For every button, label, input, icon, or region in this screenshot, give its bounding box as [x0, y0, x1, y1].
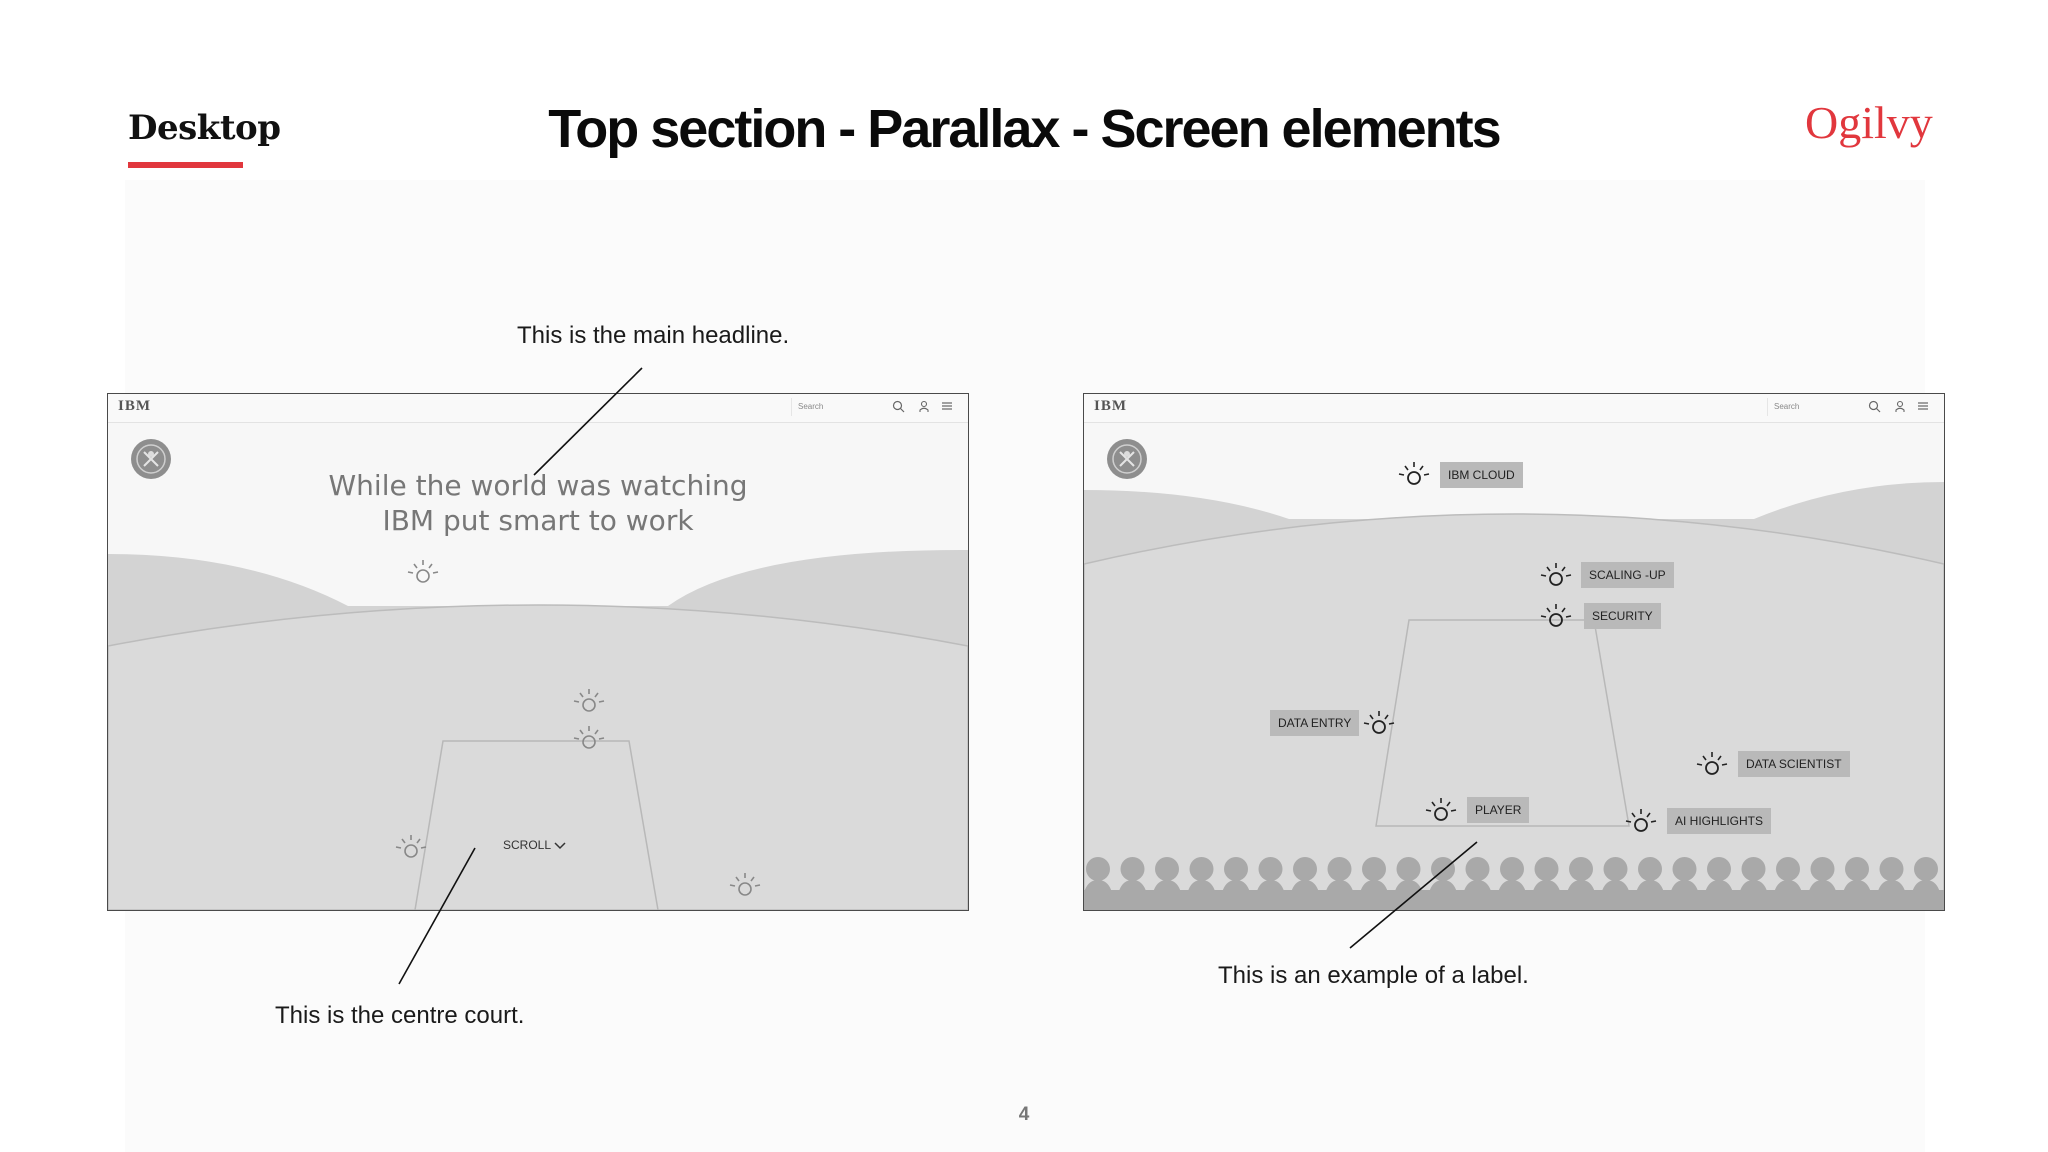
- crowd-head: [1672, 857, 1697, 881]
- search-icon[interactable]: [1868, 400, 1881, 413]
- crowd-head: [1914, 857, 1938, 881]
- crowd-head: [1120, 857, 1145, 881]
- hotspot-icon[interactable]: [1397, 460, 1431, 490]
- crowd-head: [1707, 857, 1731, 881]
- label-security[interactable]: SECURITY: [1584, 603, 1661, 629]
- crowd-head: [1362, 857, 1386, 881]
- section-label: Desktop: [128, 108, 281, 148]
- wimbledon-crest-icon[interactable]: [130, 438, 172, 480]
- crowd-head: [1603, 857, 1628, 881]
- hotspot-icon[interactable]: [728, 871, 762, 901]
- crowd-head: [1224, 857, 1248, 881]
- stadium-ground: [108, 604, 968, 910]
- hotspot-icon[interactable]: [1539, 602, 1573, 632]
- annotation-label-example: This is an example of a label.: [1218, 962, 1529, 989]
- headline-line-1: While the world was watching: [328, 469, 748, 502]
- main-headline: While the world was watching IBM put sma…: [308, 468, 768, 538]
- mockup-right: IBM Search IBM CLOUD SCALING -UP SECURIT…: [1083, 393, 1945, 911]
- mock-ibm-logo[interactable]: IBM: [1094, 398, 1127, 414]
- hotspot-icon[interactable]: [1362, 709, 1396, 739]
- crowd-base: [1084, 890, 1944, 910]
- scroll-label: SCROLL: [503, 838, 552, 852]
- label-player[interactable]: PLAYER: [1467, 797, 1530, 823]
- label-ibm-cloud[interactable]: IBM CLOUD: [1440, 462, 1523, 488]
- hotspot-icon[interactable]: [1695, 750, 1729, 780]
- menu-icon[interactable]: [941, 400, 953, 412]
- hotspot-icon[interactable]: [406, 558, 440, 588]
- hotspot-icon[interactable]: [1539, 561, 1573, 591]
- chevron-down-icon: [554, 842, 566, 849]
- menu-icon[interactable]: [1917, 400, 1929, 412]
- page-number: 4: [1018, 1104, 1030, 1125]
- mock-navbar: IBM Search: [1084, 394, 1944, 423]
- crowd-head: [1569, 857, 1593, 881]
- wimbledon-crest-icon[interactable]: [1106, 438, 1148, 480]
- label-data-scientist[interactable]: DATA SCIENTIST: [1738, 751, 1850, 777]
- brand-logo: Ogilvy: [1805, 97, 1933, 148]
- leader-line-centre-court: [398, 847, 476, 985]
- crowd-head: [1741, 857, 1766, 881]
- crowd-head: [1293, 857, 1317, 881]
- crowd-head: [1879, 857, 1904, 881]
- crowd-head: [1534, 857, 1559, 881]
- crowd-head: [1500, 857, 1524, 881]
- scroll-button[interactable]: SCROLL: [503, 838, 566, 852]
- crowd-head: [1258, 857, 1283, 881]
- crowd-head: [1086, 857, 1110, 881]
- label-scaling-up[interactable]: SCALING -UP: [1581, 562, 1674, 588]
- crowd-head: [1845, 857, 1869, 881]
- search-icon[interactable]: [892, 400, 905, 413]
- leader-line-label: [1349, 841, 1478, 949]
- court-scene: [108, 549, 968, 910]
- crowd-head: [1327, 857, 1352, 881]
- crowd-head: [1189, 857, 1214, 881]
- crowd-head: [1776, 857, 1800, 881]
- annotation-main-headline: This is the main headline.: [517, 322, 790, 349]
- crowd-head: [1396, 857, 1421, 881]
- slide-title: Top section - Parallax - Screen elements: [548, 99, 1501, 159]
- annotation-centre-court: This is the centre court.: [275, 1002, 525, 1029]
- hotspot-icon[interactable]: [1424, 796, 1458, 826]
- crowd-head: [1155, 857, 1179, 881]
- label-ai-highlights[interactable]: AI HIGHLIGHTS: [1667, 808, 1772, 834]
- mock-navbar: IBM Search: [108, 394, 968, 423]
- crowd-head: [1638, 857, 1662, 881]
- crowd-head: [1465, 857, 1490, 881]
- user-icon[interactable]: [1894, 400, 1906, 413]
- mockup-left: IBM Search While the world was watching …: [107, 393, 969, 911]
- label-data-entry[interactable]: DATA ENTRY: [1270, 710, 1360, 736]
- user-icon[interactable]: [918, 400, 930, 413]
- headline-line-2: IBM put smart to work: [382, 504, 694, 537]
- court-scene: [1084, 482, 1944, 910]
- mock-ibm-logo[interactable]: IBM: [118, 398, 151, 414]
- hotspot-icon[interactable]: [394, 833, 428, 863]
- crowd-head: [1810, 857, 1835, 881]
- hotspot-icon[interactable]: [572, 724, 606, 754]
- section-underline: [128, 162, 243, 168]
- mock-search-input[interactable]: Search: [1767, 398, 1867, 416]
- leader-line-headline: [533, 367, 643, 476]
- mock-search-input[interactable]: Search: [791, 398, 891, 416]
- hotspot-icon[interactable]: [572, 687, 606, 717]
- hotspot-icon[interactable]: [1624, 807, 1658, 837]
- centre-court-outline: [414, 740, 659, 910]
